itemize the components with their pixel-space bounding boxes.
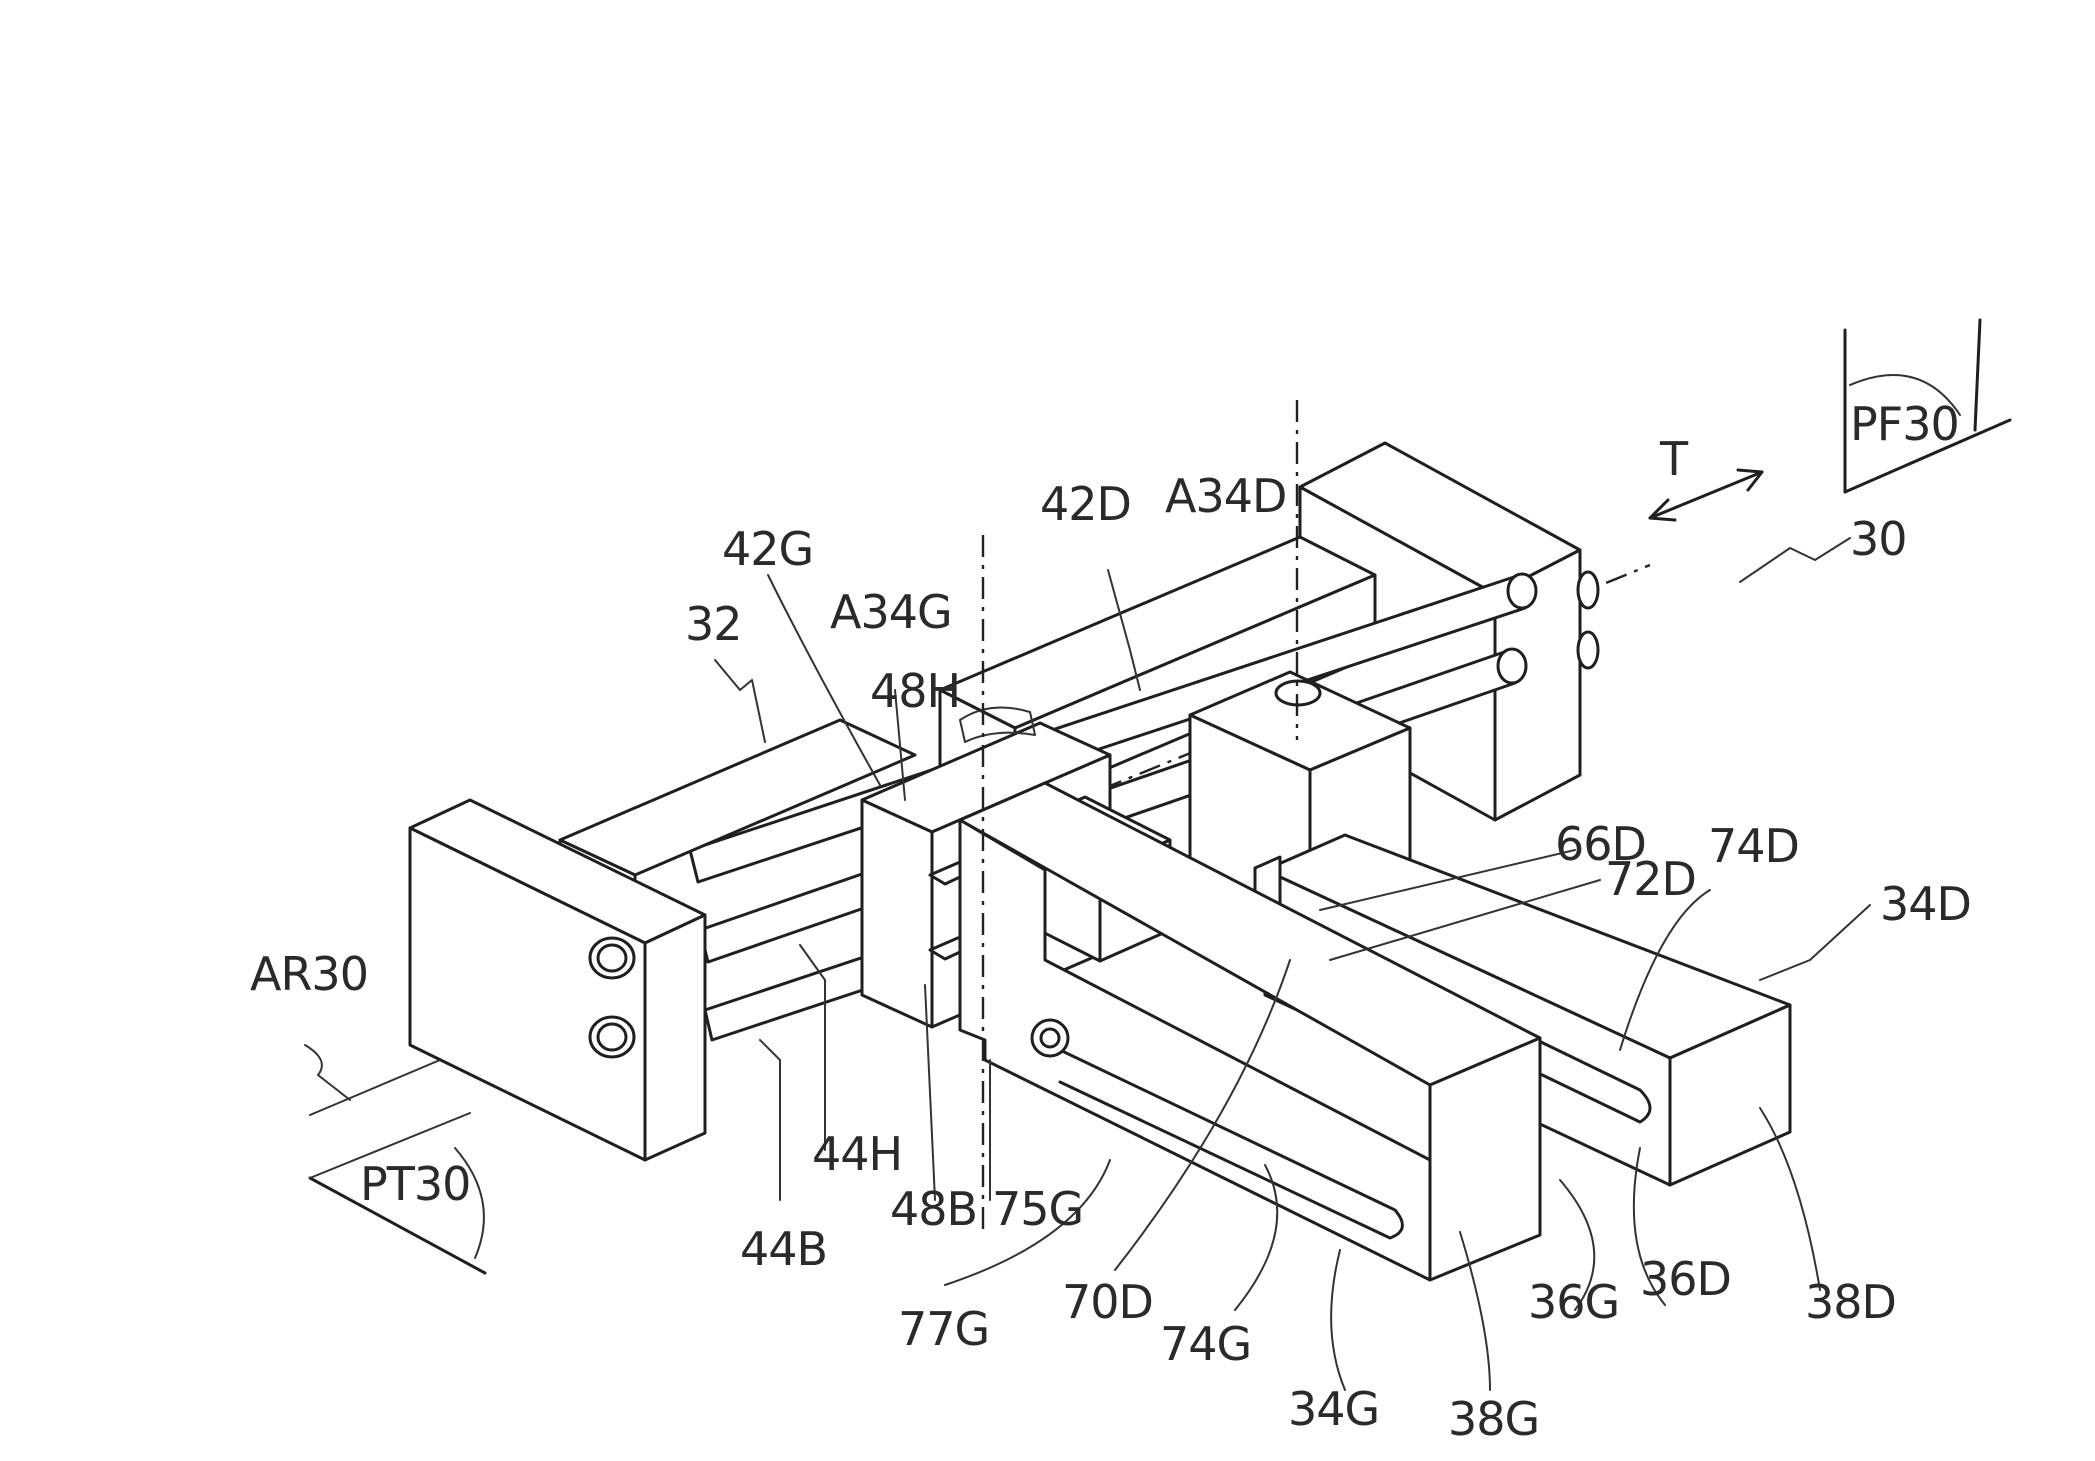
label-a34d: A34D xyxy=(1165,469,1286,523)
label-75g: 75G xyxy=(992,1182,1083,1236)
label-30: 30 xyxy=(1850,512,1907,566)
label-77g: 77G xyxy=(898,1302,989,1356)
label-36g: 36G xyxy=(1528,1275,1619,1329)
label-32: 32 xyxy=(685,597,742,651)
label-48b: 48B xyxy=(890,1182,977,1236)
label-44b: 44B xyxy=(740,1222,827,1276)
label-70d: 70D xyxy=(1062,1275,1153,1329)
label-t: T xyxy=(1659,432,1689,486)
label-48h: 48H xyxy=(870,664,960,718)
label-pf30: PF30 xyxy=(1850,397,1959,451)
label-a34g: A34G xyxy=(830,585,952,639)
label-pt30: PT30 xyxy=(360,1157,470,1211)
label-74g: 74G xyxy=(1160,1317,1251,1371)
label-38d: 38D xyxy=(1805,1275,1896,1329)
label-34d: 34D xyxy=(1880,877,1971,931)
label-34g: 34G xyxy=(1288,1382,1379,1436)
label-42g: 42G xyxy=(722,522,813,576)
label-44h: 44H xyxy=(812,1127,902,1181)
label-ar30: AR30 xyxy=(250,947,368,1001)
label-74d: 74D xyxy=(1708,819,1799,873)
label-42d: 42D xyxy=(1040,477,1131,531)
label-36d: 36D xyxy=(1640,1252,1731,1306)
label-38g: 38G xyxy=(1448,1392,1539,1446)
label-72d: 72D xyxy=(1605,852,1696,906)
